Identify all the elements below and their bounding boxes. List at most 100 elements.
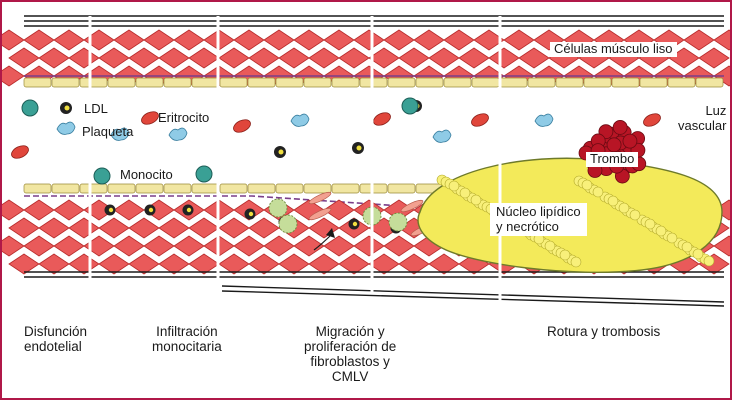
lipid-droplet <box>545 241 555 251</box>
erythrocyte <box>470 111 491 129</box>
platelet <box>535 114 553 126</box>
smooth-muscle-cell <box>384 236 414 256</box>
endothelial-cell <box>24 184 51 193</box>
foam-cell <box>269 199 287 217</box>
endothelial-cell <box>584 78 611 87</box>
smooth-muscle-cell <box>114 236 144 256</box>
smooth-muscle-cell <box>489 48 519 68</box>
endothelial-cell <box>276 78 303 87</box>
monocyte <box>94 168 110 184</box>
thrombus-cluster <box>623 134 637 148</box>
vessel-boundary-line <box>222 291 724 306</box>
smooth-muscle-cell <box>279 254 309 274</box>
endothelial-cell <box>52 78 79 87</box>
lipid-droplet <box>704 256 714 266</box>
platelet <box>57 122 75 134</box>
smooth-muscle-cell <box>174 30 204 50</box>
smooth-muscle-cell <box>189 48 219 68</box>
monocyte <box>402 98 418 114</box>
erythrocyte <box>232 117 253 135</box>
smooth-muscle-cell <box>9 254 39 274</box>
endothelial-cell <box>24 78 51 87</box>
endothelial-cell <box>220 78 247 87</box>
luz-vascular-label: Luz vascular <box>678 104 726 133</box>
smooth-muscle-cell <box>54 200 84 220</box>
erythrocyte <box>372 110 393 128</box>
platelet <box>433 130 451 142</box>
endothelial-cell <box>388 78 415 87</box>
smooth-muscle-cell <box>114 30 144 50</box>
smooth-muscle-cell <box>24 200 54 220</box>
lipid-droplet <box>656 226 666 236</box>
endothelial-cell <box>472 78 499 87</box>
lipid-droplet <box>693 249 703 259</box>
smooth-muscle-cell <box>39 48 69 68</box>
endothelial-cell <box>136 78 163 87</box>
smooth-muscle-cell <box>249 254 279 274</box>
endothelial-cell <box>164 184 191 193</box>
smooth-muscle-cell <box>294 30 324 50</box>
smooth-muscle-cell <box>189 218 219 238</box>
monocito-label: Monocito <box>120 168 173 183</box>
endothelial-cell <box>220 184 247 193</box>
smooth-muscle-cell <box>2 200 24 220</box>
stage-rotura-trombosis: Rotura y trombosis <box>547 324 660 339</box>
endothelial-cell <box>416 78 443 87</box>
smooth-muscle-cell <box>69 48 99 68</box>
foam-cell <box>389 213 407 231</box>
smooth-muscle-cell <box>699 48 729 68</box>
endothelial-cell <box>332 78 359 87</box>
thrombus-cluster <box>607 138 621 152</box>
endothelial-cell <box>612 78 639 87</box>
lipid-droplet <box>471 195 481 205</box>
smooth-muscle-cell <box>39 218 69 238</box>
smooth-muscle-cell <box>684 30 714 50</box>
smooth-muscle-cell <box>24 236 54 256</box>
lipid-droplet <box>582 180 592 190</box>
ldl-label: LDL <box>84 102 108 117</box>
celulas-musculo-liso-label: Células músculo liso <box>550 42 677 57</box>
ldl-core <box>249 212 253 216</box>
smooth-muscle-cell <box>2 236 24 256</box>
lipid-droplet <box>682 242 692 252</box>
vessel-boundary-line <box>222 286 724 302</box>
lipid-droplet <box>608 196 618 206</box>
smooth-muscle-cell <box>504 30 534 50</box>
smooth-muscle-cell <box>414 30 444 50</box>
smooth-muscle-cell <box>249 48 279 68</box>
smooth-muscle-cell <box>189 254 219 274</box>
smooth-muscle-cell <box>714 236 730 256</box>
endothelial-cell <box>80 184 107 193</box>
smooth-muscle-cell <box>459 48 489 68</box>
smooth-muscle-cell <box>99 254 129 274</box>
smooth-muscle-cell <box>324 236 354 256</box>
smooth-muscle-cell <box>264 236 294 256</box>
endothelial-cell <box>276 184 303 193</box>
smooth-muscle-cell <box>219 48 249 68</box>
ldl-core <box>187 208 191 212</box>
smooth-muscle-cell <box>69 218 99 238</box>
smooth-muscle-cell <box>144 30 174 50</box>
foam-cell <box>279 215 297 233</box>
smooth-muscle-cell <box>324 30 354 50</box>
endothelial-cell <box>304 184 331 193</box>
smooth-muscle-cell <box>234 236 264 256</box>
lipid-droplet <box>460 188 470 198</box>
trombo-label: Trombo <box>586 152 638 167</box>
endothelial-cell <box>332 184 359 193</box>
ldl-core <box>353 222 357 226</box>
endothelial-cell <box>52 184 79 193</box>
smooth-muscle-cell <box>249 218 279 238</box>
lipid-droplet <box>619 203 629 213</box>
stage-disfuncion-endotelial: Disfunción endotelial <box>24 324 87 354</box>
ldl-core <box>65 106 70 111</box>
smooth-muscle-cell <box>264 30 294 50</box>
smooth-muscle-cell <box>114 200 144 220</box>
endothelial-cell <box>248 184 275 193</box>
endothelial-cell <box>108 78 135 87</box>
ldl-core <box>279 150 284 155</box>
smooth-muscle-cell <box>129 48 159 68</box>
lipid-droplet <box>560 250 570 260</box>
smooth-muscle-cell <box>129 218 159 238</box>
